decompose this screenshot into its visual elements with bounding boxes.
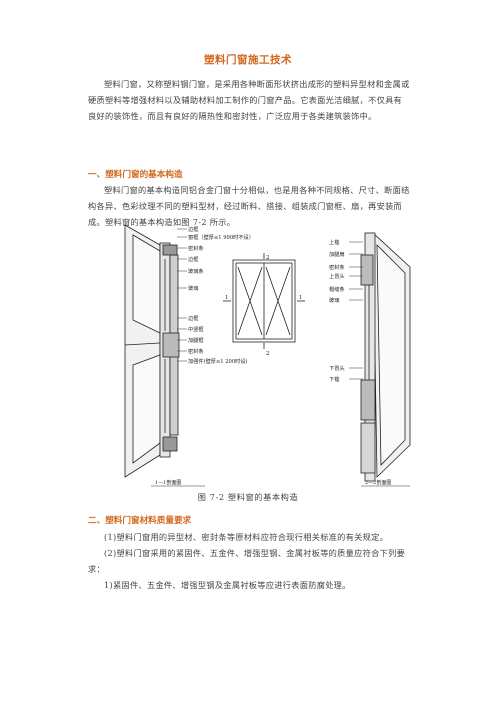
left-section-drawing	[124, 224, 180, 478]
label-glass-2: 玻璃	[329, 296, 339, 304]
section2-heading: 二、塑料门窗材料质量要求	[88, 516, 192, 526]
label-frame-wall: 窗框（壁厚≤1 900时不设）	[188, 233, 254, 241]
left-labels: 边框 窗框（壁厚≤1 900时不设） 密封条 边框 玻璃条 玻璃 边框 中竖框 …	[188, 225, 254, 365]
intro-paragraph: 塑料门窗，又称塑料钢门窗，是采用各种断面形状挤出成形的塑料异型材和金属或硬质塑料…	[88, 79, 410, 121]
page-title: 塑料门窗施工技术	[204, 54, 292, 66]
section-mark-2-top: 2	[266, 255, 270, 261]
window-construction-figure: 边框 窗框（壁厚≤1 900时不设） 密封条 边框 玻璃条 玻璃 边框 中竖框 …	[115, 215, 415, 487]
label-seal-1: 密封条	[188, 244, 204, 252]
label-frame-3: 边框	[188, 314, 198, 322]
right-leader-lines	[349, 241, 363, 380]
section2-item1: (1)塑料门窗用的异型材、密封条等原材料应符合现行相关标准的有关规定。	[104, 532, 389, 542]
label-frame-1: 边框	[188, 225, 198, 233]
label-reinforce-sash: 加腿扇	[329, 250, 345, 258]
section-mark-1-right: 1	[299, 295, 303, 301]
section-mark-2-bottom: 2	[266, 351, 270, 357]
section-marks: 2 2 1 1	[225, 255, 303, 357]
label-top-sill: 上槛	[329, 238, 339, 246]
label-bottom-rail: 下冒头	[329, 364, 345, 372]
label-mullion: 中竖框	[188, 325, 204, 333]
section1-heading: 一、塑料门窗的基本构造	[88, 170, 183, 180]
label-seal-3: 密封条	[329, 263, 345, 271]
section-captions: 1—1剖面图 2—2剖面图	[155, 479, 391, 486]
section-mark-1-left: 1	[225, 295, 229, 301]
label-top-rail: 上冒头	[329, 272, 345, 280]
right-section-drawing	[360, 232, 411, 482]
label-bottom-sill: 下槛	[329, 375, 339, 383]
caption-section-1-1: 1—1剖面图	[155, 479, 181, 486]
window-section-drawing: 边框 窗框（壁厚≤1 900时不设） 密封条 边框 玻璃条 玻璃 边框 中竖框 …	[124, 224, 411, 487]
label-cap-strip: 帽缝条	[329, 285, 345, 293]
caption-section-2-2: 2—2剖面图	[365, 479, 391, 486]
label-frame-2: 边框	[188, 255, 198, 263]
left-leader-lines	[177, 228, 187, 362]
label-seal-2: 密封条	[188, 347, 204, 355]
label-reinforcement: 加强件(壁厚≥1 200时设)	[188, 357, 248, 365]
label-glass: 玻璃	[188, 284, 198, 292]
section2-item2: (2)塑料门窗采用的紧固件、五金件、增强型钢、金属衬板等的质量应符合下列要求：	[88, 548, 406, 574]
section1-body: 塑料门窗的基本构造同铝合金门窗十分相似，也是用各种不同规格、尺寸、断面结构各异、…	[88, 185, 410, 227]
figure-caption: 图 7-2 塑料窗的基本构造	[197, 492, 299, 502]
label-glass-strip: 玻璃条	[188, 267, 204, 275]
label-reinforce-frame: 加腿框	[188, 336, 204, 344]
section2-item3: 1)紧固件、五金件、增强型钢及金属衬板等应进行表面防腐处理。	[104, 580, 351, 590]
right-labels: 上槛 加腿扇 密封条 上冒头 帽缝条 玻璃 下冒头 下槛	[329, 238, 345, 383]
window-elevation	[223, 253, 305, 349]
